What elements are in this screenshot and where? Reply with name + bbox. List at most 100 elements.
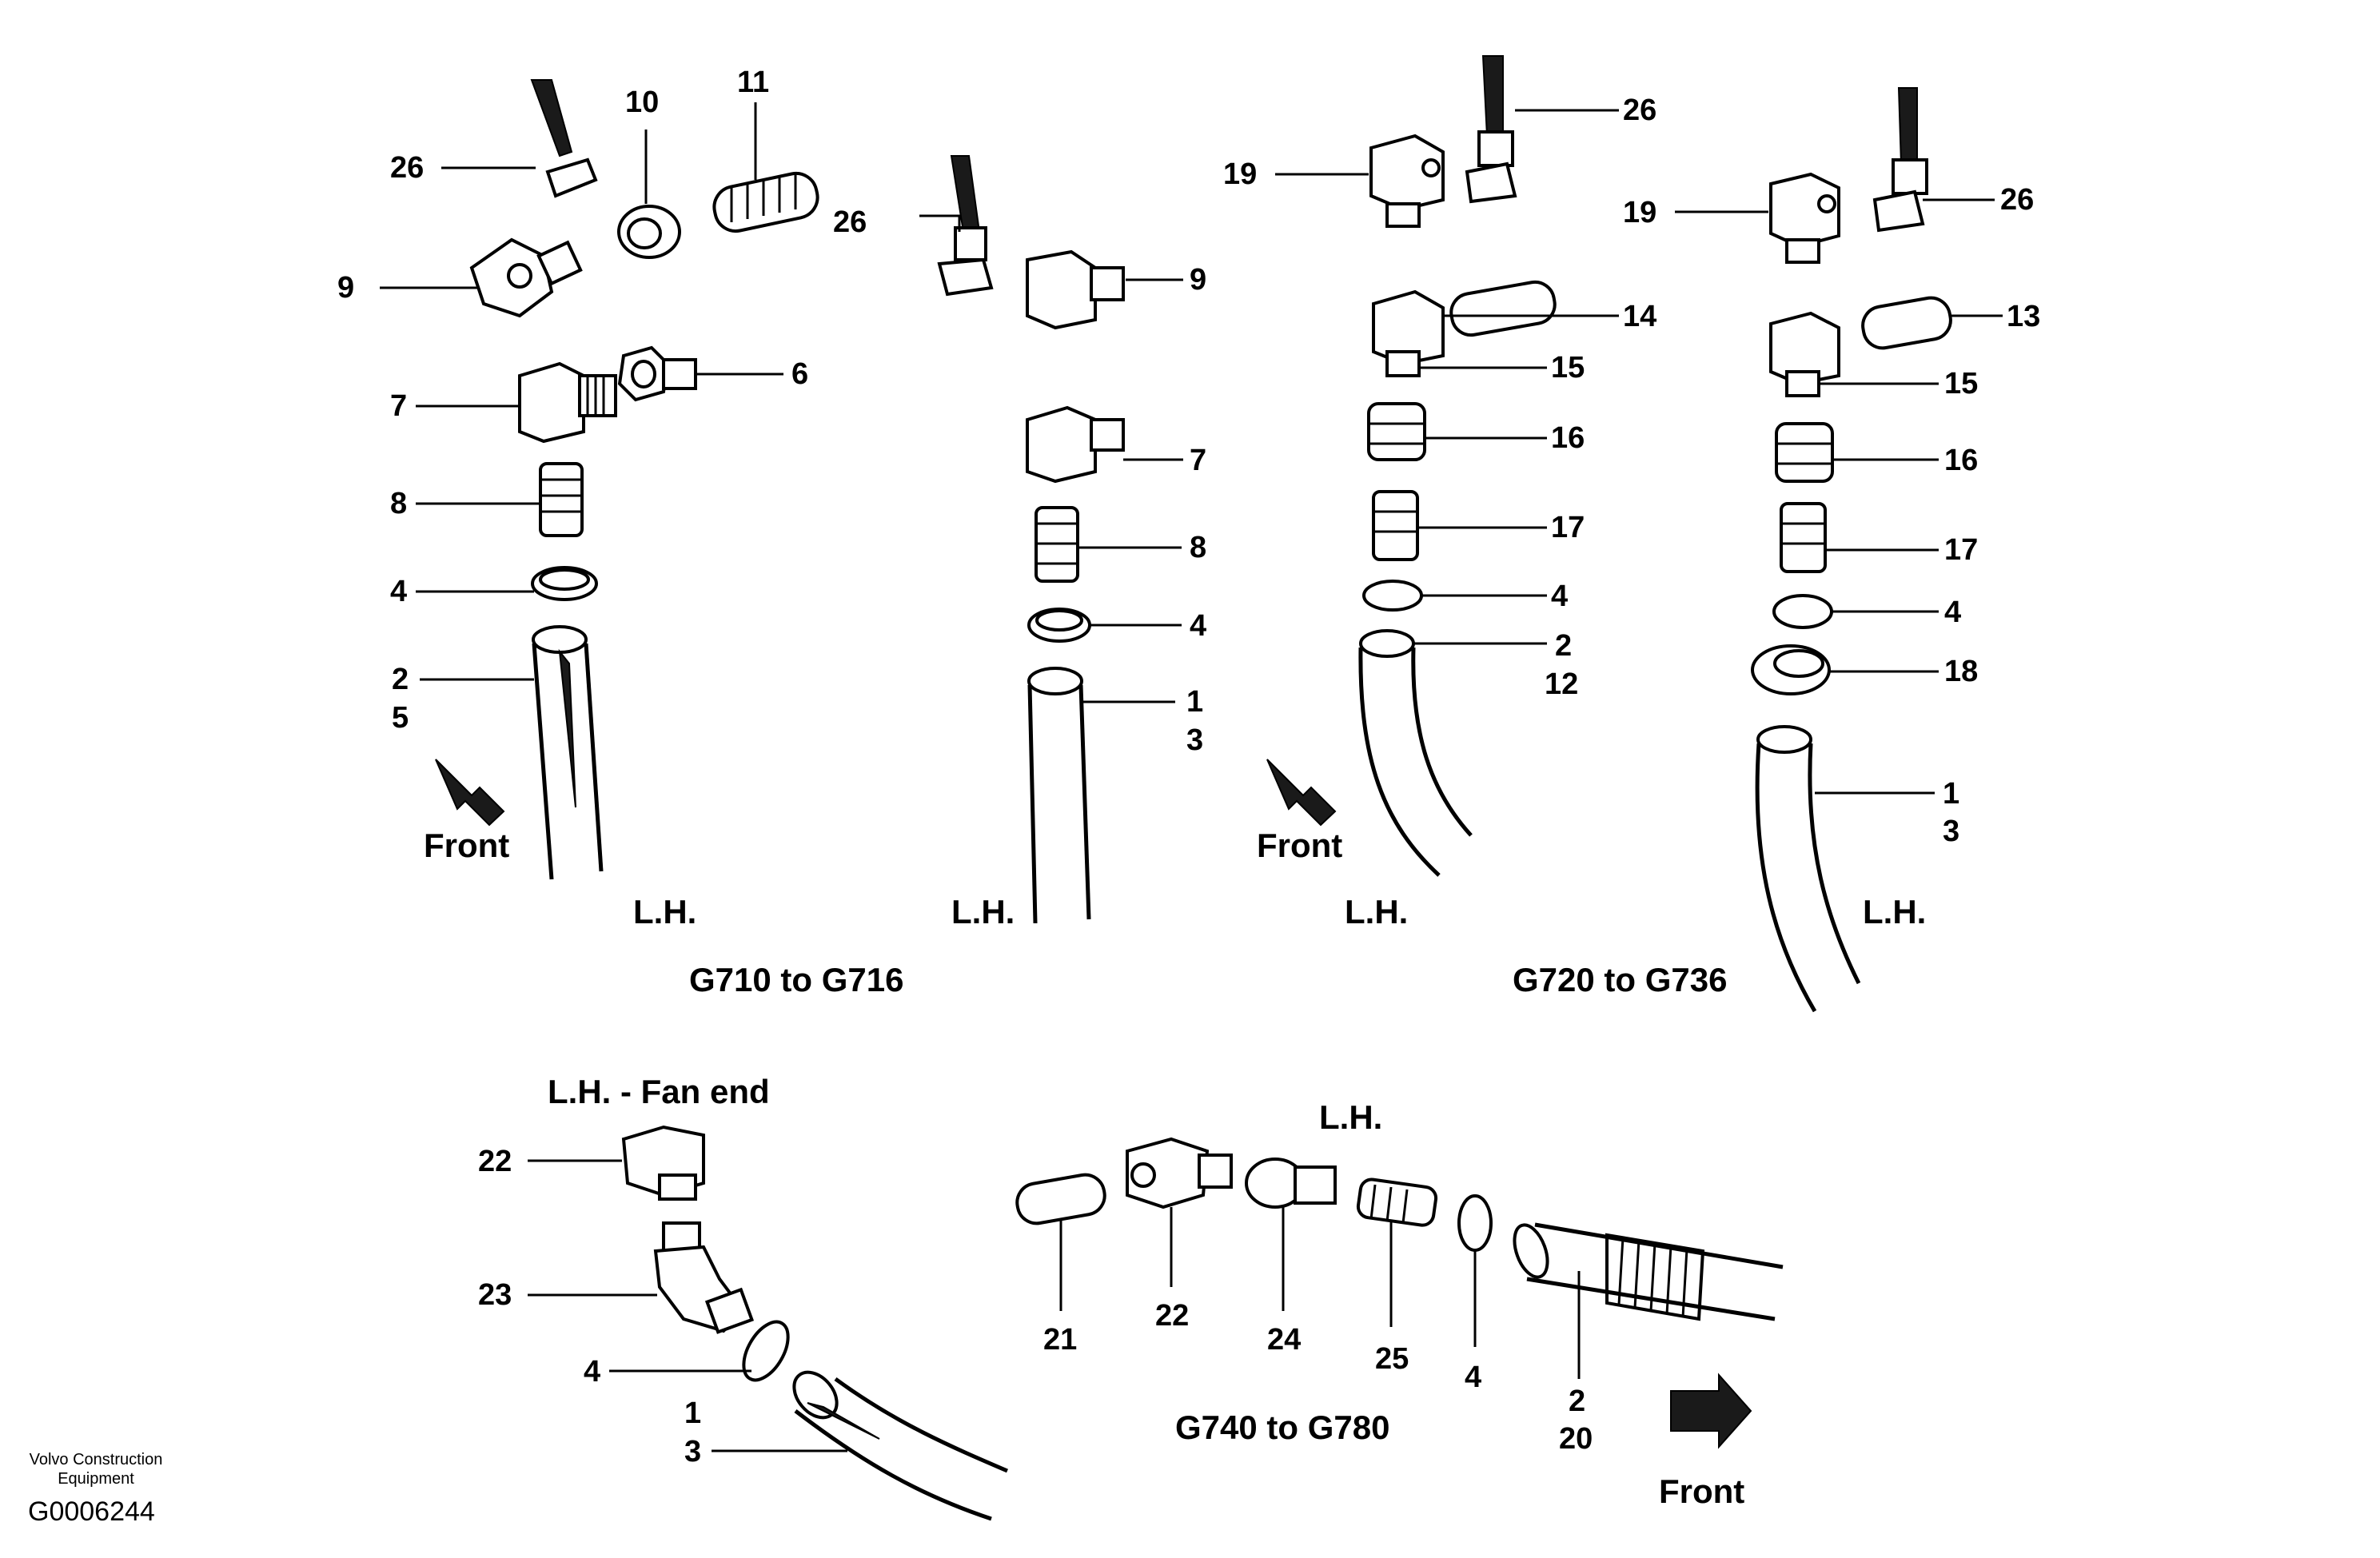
hex-nipple-icon bbox=[1367, 402, 1426, 461]
callout-3: 3 bbox=[1943, 815, 1959, 848]
front-label: Front bbox=[424, 827, 509, 864]
callout-15: 15 bbox=[1944, 367, 1978, 400]
panel-fan-end: L.H. - Fan end 22 23 4 1 3 bbox=[478, 1073, 1008, 1521]
hex-nipple-icon bbox=[1245, 1158, 1337, 1209]
callout-19: 19 bbox=[1223, 157, 1257, 191]
callout-4: 4 bbox=[390, 575, 407, 608]
grease-line-icon bbox=[937, 155, 994, 297]
grease-line-icon bbox=[530, 79, 598, 198]
callout-19: 19 bbox=[1623, 196, 1656, 229]
callout-2: 2 bbox=[392, 663, 409, 696]
callout-16: 16 bbox=[1944, 444, 1978, 477]
callout-26: 26 bbox=[833, 205, 867, 239]
hose-clamp-icon bbox=[1457, 1194, 1493, 1252]
grease-line-icon bbox=[1872, 87, 1928, 233]
elbow-fitting-icon bbox=[518, 361, 617, 444]
front-arrow-icon bbox=[1266, 759, 1337, 827]
front-arrow-icon bbox=[435, 759, 505, 827]
elbow-fitting-icon bbox=[1372, 289, 1445, 377]
side-label: L.H. bbox=[633, 893, 696, 930]
callout-8: 8 bbox=[1190, 531, 1206, 564]
hose-clamp-icon bbox=[742, 1320, 790, 1382]
callout-5: 5 bbox=[392, 701, 409, 735]
callout-18: 18 bbox=[1944, 655, 1978, 688]
callout-10: 10 bbox=[625, 86, 659, 119]
hose-icon bbox=[1755, 725, 1861, 1013]
callout-17: 17 bbox=[1551, 511, 1585, 544]
elbow-fitting-icon bbox=[469, 237, 583, 318]
callout-4: 4 bbox=[1944, 596, 1961, 629]
elbow-fitting-icon bbox=[1126, 1137, 1233, 1209]
drawing-code: G0006244 bbox=[28, 1496, 155, 1527]
elbow-fitting-icon bbox=[621, 1125, 705, 1201]
range-label: G710 to G716 bbox=[689, 961, 903, 998]
callout-9: 9 bbox=[337, 271, 354, 305]
callout-16: 16 bbox=[1551, 421, 1585, 455]
callout-3: 3 bbox=[1186, 723, 1203, 757]
callout-15: 15 bbox=[1551, 351, 1585, 385]
callout-7: 7 bbox=[1190, 444, 1206, 477]
callout-7: 7 bbox=[390, 389, 407, 423]
hex-nipple-icon bbox=[712, 171, 819, 233]
elbow-fitting-icon bbox=[653, 1221, 755, 1334]
front-label: Front bbox=[1257, 827, 1342, 864]
callout-25: 25 bbox=[1375, 1342, 1409, 1376]
callout-24: 24 bbox=[1267, 1323, 1301, 1357]
fan-end-label: L.H. - Fan end bbox=[548, 1073, 770, 1110]
callout-23: 23 bbox=[478, 1278, 512, 1312]
callout-1: 1 bbox=[1943, 777, 1959, 811]
hose-icon bbox=[1027, 667, 1091, 924]
callout-26: 26 bbox=[1623, 94, 1656, 127]
side-label: L.H. bbox=[1863, 893, 1926, 930]
front-arrow-icon bbox=[1670, 1373, 1752, 1449]
elbow-fitting-icon bbox=[1769, 172, 1840, 264]
grease-line-icon bbox=[1465, 55, 1517, 204]
callout-20: 20 bbox=[1559, 1422, 1593, 1456]
side-label: L.H. bbox=[1345, 893, 1408, 930]
hose-icon bbox=[532, 625, 604, 880]
callout-26: 26 bbox=[2000, 183, 2034, 217]
hex-nipple-icon bbox=[1775, 422, 1834, 483]
hex-nipple-icon bbox=[1780, 502, 1827, 573]
elbow-fitting-icon bbox=[1369, 133, 1445, 228]
callout-4: 4 bbox=[1465, 1361, 1481, 1394]
callout-1: 1 bbox=[684, 1397, 701, 1430]
panel-g720-left: 19 26 14 15 16 17 4 2 12 Front L.H. G720… bbox=[1223, 55, 1727, 998]
side-label: L.H. bbox=[1319, 1098, 1382, 1136]
hex-nipple-icon bbox=[1449, 280, 1557, 337]
panel-g710-right: 26 9 7 8 4 1 3 L.H. G710 to G716 bbox=[689, 155, 1206, 998]
company-line-2: Equipment bbox=[58, 1470, 134, 1488]
elbow-fitting-icon bbox=[1026, 249, 1125, 330]
callout-17: 17 bbox=[1944, 533, 1978, 567]
callout-2: 2 bbox=[1555, 629, 1572, 663]
callout-21: 21 bbox=[1043, 1323, 1077, 1357]
hex-nipple-icon bbox=[1015, 1173, 1106, 1225]
hose-icon bbox=[1358, 629, 1473, 877]
callout-6: 6 bbox=[791, 357, 808, 391]
hex-nipple-icon bbox=[539, 462, 584, 537]
hose-clamp-icon bbox=[531, 566, 598, 601]
callout-8: 8 bbox=[390, 487, 407, 520]
company-line-1: Volvo Construction bbox=[30, 1451, 163, 1468]
hex-nipple-icon bbox=[617, 205, 681, 259]
elbow-fitting-icon bbox=[1026, 405, 1125, 484]
callout-14: 14 bbox=[1623, 300, 1656, 333]
callout-11: 11 bbox=[737, 66, 769, 99]
callout-4: 4 bbox=[584, 1355, 600, 1389]
range-label: G740 to G780 bbox=[1175, 1409, 1389, 1446]
hose-clamp-icon bbox=[1772, 594, 1833, 629]
callout-12: 12 bbox=[1545, 667, 1578, 701]
callout-1: 1 bbox=[1186, 685, 1203, 719]
hex-nipple-icon bbox=[1035, 506, 1079, 583]
callout-13: 13 bbox=[2007, 300, 2040, 333]
front-label: Front bbox=[1659, 1472, 1744, 1510]
hose-icon bbox=[1513, 1222, 1784, 1321]
footer: Volvo Construction Equipment G0006244 bbox=[28, 1451, 162, 1527]
callout-3: 3 bbox=[684, 1435, 701, 1468]
side-label: L.H. bbox=[951, 893, 1015, 930]
callout-2: 2 bbox=[1569, 1385, 1585, 1418]
callout-26: 26 bbox=[390, 151, 424, 185]
hose-clamp-icon bbox=[1362, 580, 1423, 612]
